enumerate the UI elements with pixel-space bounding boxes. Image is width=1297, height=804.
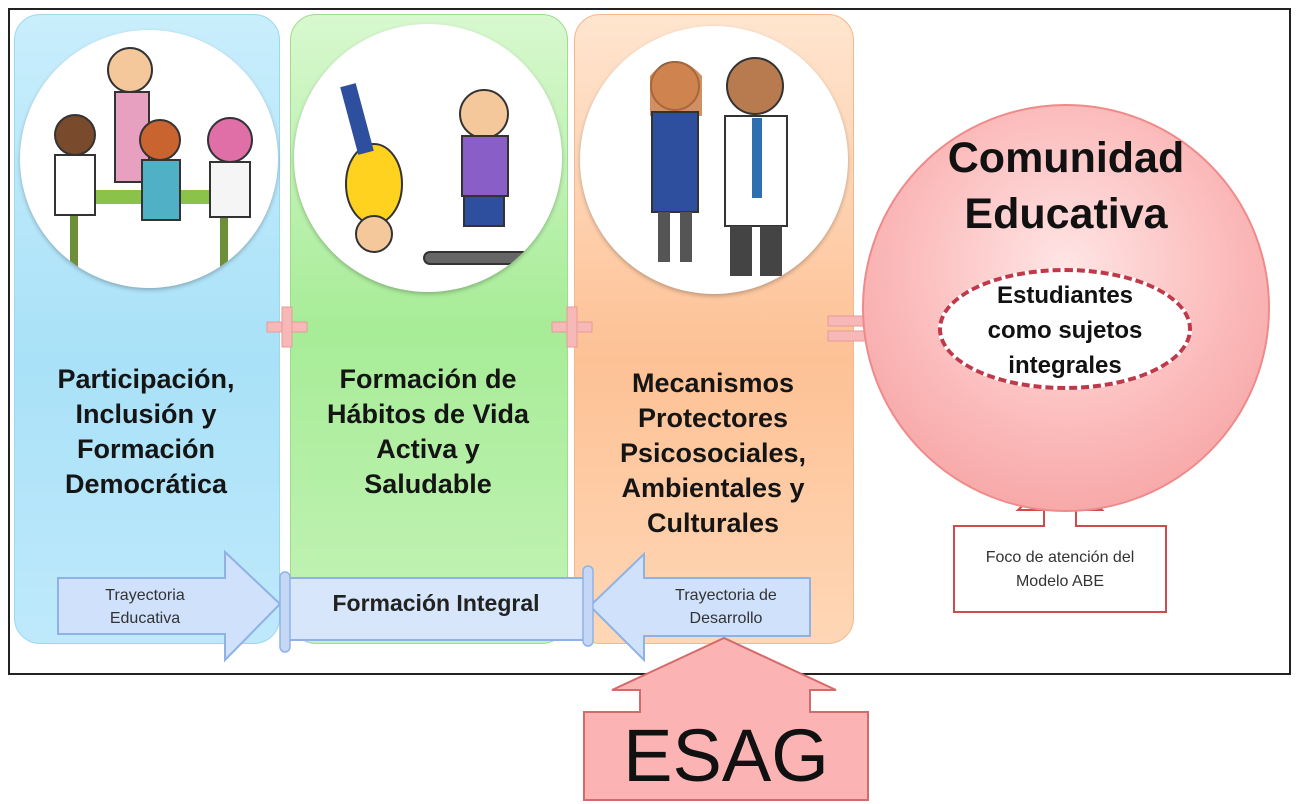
illustration-teens xyxy=(580,26,848,294)
esag-label: ESAG xyxy=(623,714,829,797)
illustration-classroom xyxy=(20,30,278,288)
teens-icon xyxy=(650,57,788,276)
trayectoria-educativa-arrow xyxy=(57,549,282,663)
plus-sign-icon xyxy=(551,306,593,348)
kids-skateboard-icon xyxy=(340,83,535,265)
trayectoria-desarrollo-arrow xyxy=(588,551,811,663)
esag-arrow-box xyxy=(583,636,869,801)
illustration-kids-active xyxy=(294,24,562,292)
classroom-scene-icon xyxy=(54,47,253,272)
formacion-integral-label: Formación Integral xyxy=(332,590,540,616)
plus-sign-icon xyxy=(266,306,308,348)
